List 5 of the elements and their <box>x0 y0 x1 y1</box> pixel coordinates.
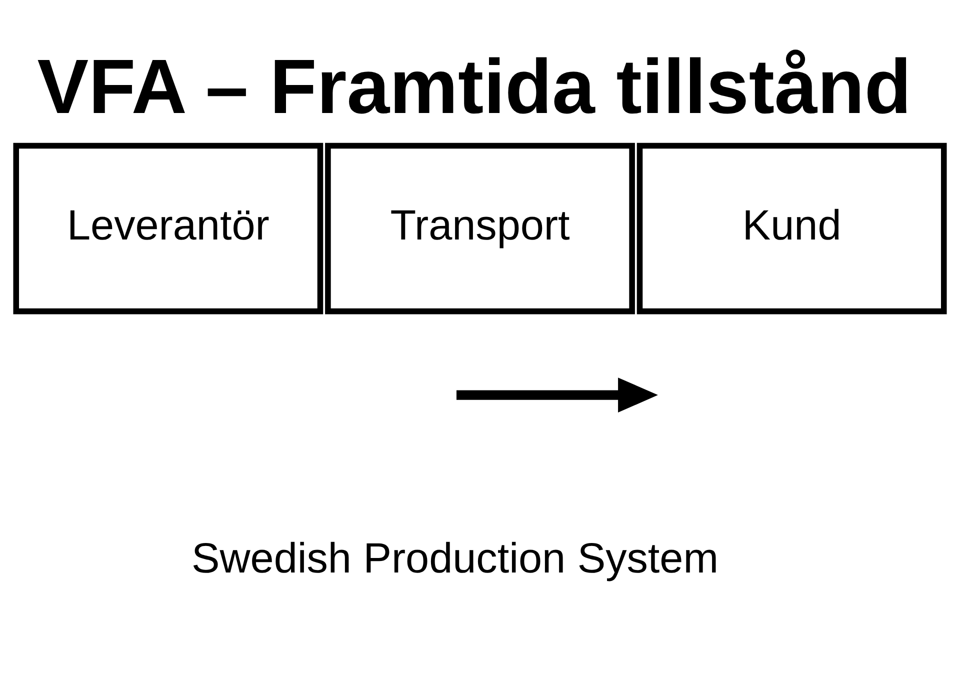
label: Swedish Production System <box>191 534 718 582</box>
node-box: Leverantör <box>13 142 324 314</box>
node-box: Transport <box>325 142 635 314</box>
diagram-title: VFA – Framtida tillstånd <box>37 44 912 130</box>
node-box: Kund <box>636 142 947 314</box>
